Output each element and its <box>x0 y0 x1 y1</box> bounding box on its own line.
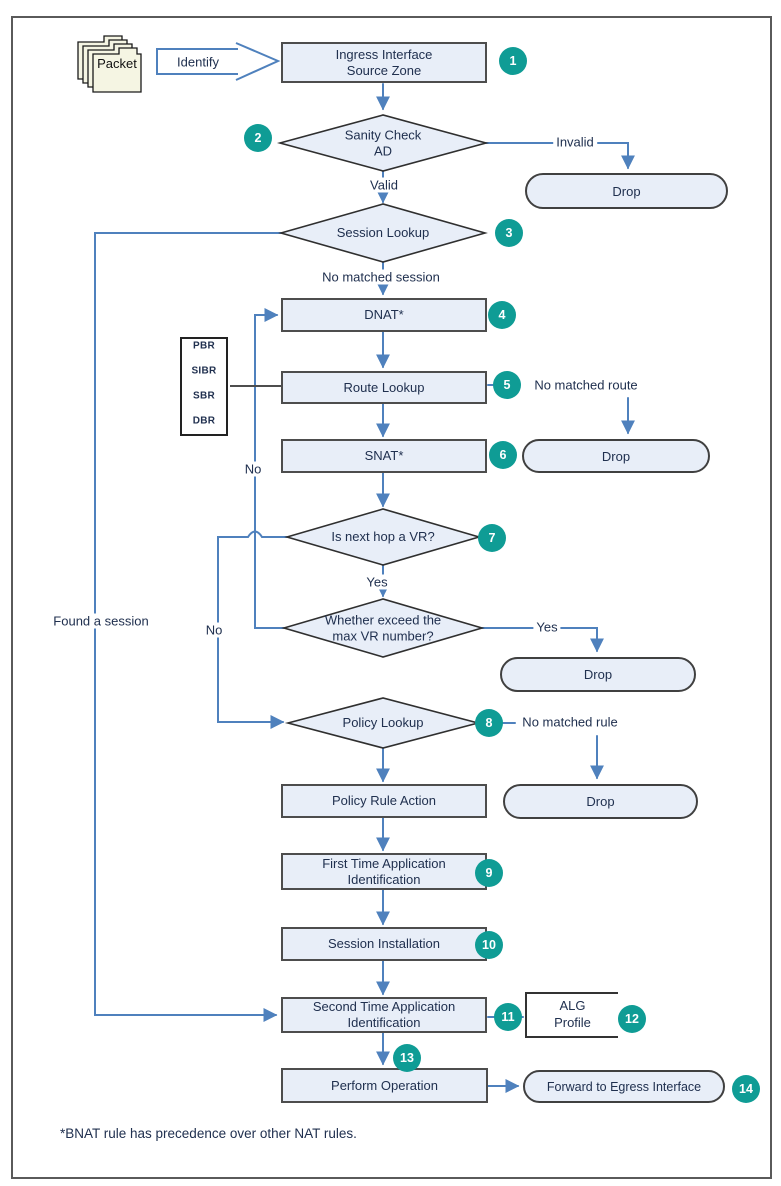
node-stai-line2: Identification <box>347 1015 421 1030</box>
diagram-border <box>11 16 772 1179</box>
exceed-line1: Whether exceed the <box>324 612 442 628</box>
alg-line2: Profile <box>554 1015 591 1030</box>
node-policy-rule-action: Policy Rule Action <box>281 784 487 818</box>
step-badge-9: 9 <box>475 859 503 887</box>
exceed-vr-label: Whether exceed the max VR number? <box>325 612 441 643</box>
routing-item-sbr: SBR <box>192 390 216 402</box>
step-badge-6: 6 <box>489 441 517 469</box>
routing-item-pbr: PBR <box>192 340 216 352</box>
edge-label-found-a-session: Found a session <box>50 613 152 629</box>
sanity-check-label: Sanity Check AD <box>345 127 422 158</box>
step-badge-8: 8 <box>475 709 503 737</box>
edge-label-exceed-yes: Yes <box>533 619 561 635</box>
node-route-lookup: Route Lookup <box>281 371 487 404</box>
routing-item-dbr: DBR <box>192 415 216 427</box>
drop2-label: Drop <box>601 448 631 464</box>
step-badge-2: 2 <box>244 124 272 152</box>
step-badge-4: 4 <box>488 301 516 329</box>
node-perform-operation-label: Perform Operation <box>331 1077 438 1093</box>
session-lookup-diamond <box>278 203 488 263</box>
node-dnat: DNAT* <box>281 298 487 332</box>
node-ftai-line2: Identification <box>347 871 421 887</box>
node-forward-egress: Forward to Egress Interface <box>523 1070 725 1103</box>
node-policy-rule-action-label: Policy Rule Action <box>331 793 437 809</box>
exceed-line2: max VR number? <box>332 628 434 643</box>
node-drop-3: Drop <box>500 657 696 692</box>
node-session-installation-label: Session Installation <box>327 936 440 952</box>
node-stai-line1: Second Time Application <box>312 999 456 1015</box>
node-first-time-app-id: First Time Application Identification <box>281 853 487 890</box>
node-ingress-interface: Ingress Interface Source Zone <box>281 42 487 83</box>
footnote: *BNAT rule has precedence over other NAT… <box>60 1126 357 1141</box>
edge-label-no-matched-session: No matched session <box>319 269 443 285</box>
edge-label-next-hop-yes: Yes <box>363 574 391 590</box>
step-badge-12: 12 <box>618 1005 646 1033</box>
policy-lookup-label: Policy Lookup <box>342 715 424 731</box>
decision-diamonds <box>276 114 490 749</box>
sanity-line1: Sanity Check <box>344 127 422 143</box>
next-hop-label: Is next hop a VR? <box>331 529 435 545</box>
routing-order-box <box>180 337 228 436</box>
step-badge-14: 14 <box>732 1075 760 1103</box>
edge-label-no-matched-rule: No matched rule <box>519 714 621 730</box>
edge-label-no-matched-route: No matched route <box>531 377 641 393</box>
node-snat-label: SNAT* <box>364 448 404 464</box>
node-drop-2: Drop <box>522 439 710 473</box>
edge-label-invalid: Invalid <box>553 134 597 150</box>
routing-item-sibr: SIBR <box>191 365 217 377</box>
edge-label-exceed-no: No <box>241 461 265 477</box>
drop3-label: Drop <box>583 667 613 682</box>
step-badge-3: 3 <box>495 219 523 247</box>
packet-icon <box>77 35 142 93</box>
step-badge-7: 7 <box>478 524 506 552</box>
step-badge-5: 5 <box>493 371 521 399</box>
node-ingress-line1: Ingress Interface <box>335 46 433 62</box>
node-dnat-label: DNAT* <box>364 307 404 323</box>
session-lookup-label: Session Lookup <box>336 225 430 241</box>
step-badge-13: 13 <box>393 1044 421 1072</box>
edge-label-valid: Valid <box>367 177 401 193</box>
edge-label-identify: Identify <box>177 54 219 70</box>
node-second-time-app-id: Second Time Application Identification <box>281 997 487 1033</box>
node-ingress-line2: Source Zone <box>346 62 422 78</box>
node-session-installation: Session Installation <box>281 927 487 961</box>
node-ftai-line1: First Time Application <box>322 855 446 871</box>
sanity-check-diamond <box>276 114 490 172</box>
alg-line1: ALG <box>559 998 586 1014</box>
step-badge-11: 11 <box>494 1003 522 1031</box>
sanity-line2: AD <box>373 143 393 158</box>
node-drop-1: Drop <box>525 173 728 209</box>
packet-label: Packet <box>97 56 137 71</box>
node-alg-profile: ALG Profile <box>525 992 618 1038</box>
identify-arrow-icon <box>156 42 281 81</box>
drop1-label: Drop <box>612 183 641 199</box>
drop4-label: Drop <box>586 794 615 809</box>
forward-egress-label: Forward to Egress Interface <box>546 1079 702 1094</box>
step-badge-1: 1 <box>499 47 527 75</box>
node-drop-4: Drop <box>503 784 698 819</box>
node-snat: SNAT* <box>281 439 487 473</box>
node-perform-operation: Perform Operation <box>281 1068 488 1103</box>
exceed-vr-diamond <box>281 598 485 658</box>
edge-label-next-hop-no: No <box>202 622 226 638</box>
node-route-lookup-label: Route Lookup <box>343 379 425 395</box>
step-badge-10: 10 <box>475 931 503 959</box>
